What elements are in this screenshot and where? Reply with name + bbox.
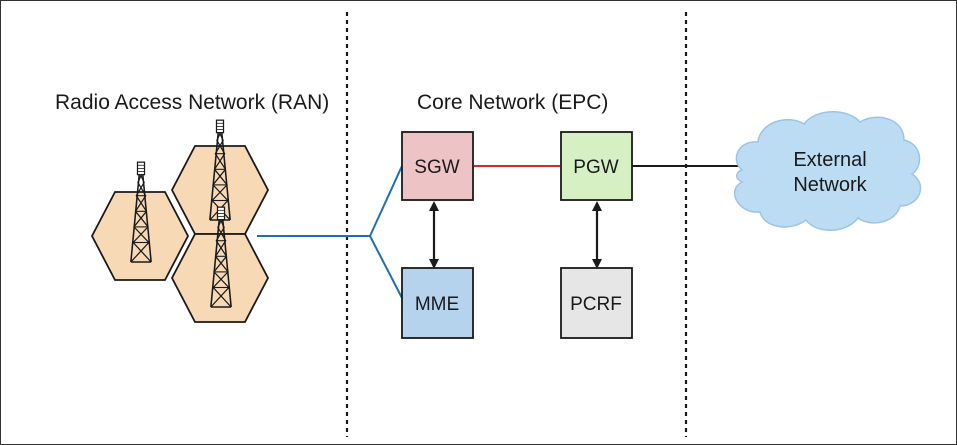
ran-cell-top: [170, 145, 270, 235]
external-network-label-line2: Network: [793, 174, 867, 196]
mme-label: MME: [415, 294, 459, 315]
pgw-label: PGW: [573, 157, 618, 178]
ran-cell-cluster: [90, 145, 270, 323]
mme-node: MME: [401, 267, 474, 339]
pgw-node: PGW: [560, 131, 633, 201]
ran-section-title: Radio Access Network (RAN): [55, 91, 329, 114]
external-network-label-line1: External: [793, 149, 866, 171]
external-network-cloud: External Network: [733, 111, 922, 231]
sgw-node: SGW: [401, 131, 474, 201]
core-section-title: Core Network (EPC): [417, 91, 608, 114]
pcrf-node: PCRF: [560, 267, 633, 339]
ran-backhaul-links: [257, 165, 403, 299]
pcrf-label: PCRF: [570, 294, 622, 315]
sgw-label: SGW: [414, 157, 459, 178]
